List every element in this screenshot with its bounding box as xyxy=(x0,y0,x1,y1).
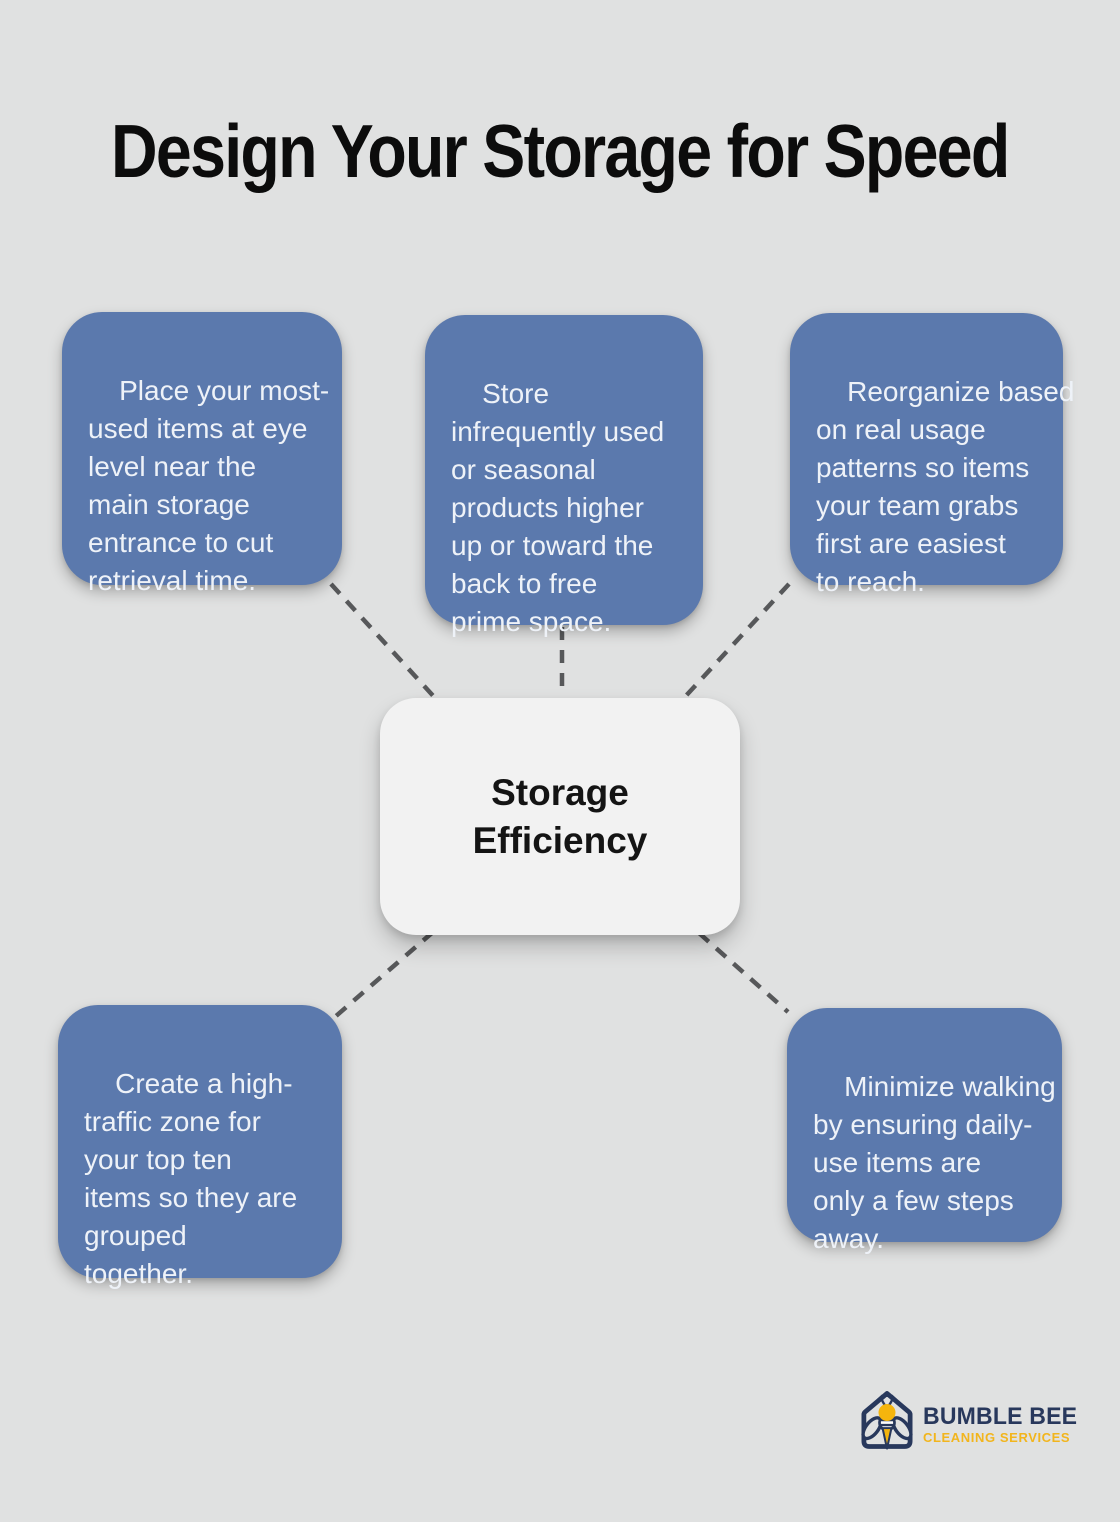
bumble-bee-logo: BUMBLE BEE CLEANING SERVICES xyxy=(853,1386,1084,1454)
central-node: Storage Efficiency xyxy=(380,698,740,935)
connector-bottom-right xyxy=(697,931,790,1014)
central-node-label: Storage Efficiency xyxy=(472,771,648,861)
bee-house-icon xyxy=(861,1391,913,1450)
logo-text-block: BUMBLE BEE CLEANING SERVICES xyxy=(923,1404,1084,1446)
tip-box-top-center: Store infrequently used or seasonal prod… xyxy=(425,315,703,637)
page-title-text: Design Your Storage for Speed xyxy=(111,109,1010,193)
tip-text: Create a high- traffic zone for your top… xyxy=(84,1068,298,1289)
page-title: Design Your Storage for Speed xyxy=(0,108,1120,194)
connector-top-left xyxy=(329,582,438,701)
tip-text: Minimize walking by ensuring daily- use … xyxy=(813,1071,1056,1254)
tip-box-bottom-left: Create a high- traffic zone for your top… xyxy=(58,1005,342,1289)
tip-box-top-left: Place your most- used items at eye level… xyxy=(62,312,342,596)
tip-box-top-right: Reorganize based on real usage patterns … xyxy=(790,313,1074,597)
tip-text: Store infrequently used or seasonal prod… xyxy=(451,378,665,637)
logo-brand-name: BUMBLE BEE xyxy=(923,1403,1078,1431)
tip-text: Place your most- used items at eye level… xyxy=(88,375,330,596)
logo-tagline: CLEANING SERVICES xyxy=(923,1430,1071,1446)
connector-bottom-left xyxy=(334,930,435,1018)
tip-text: Reorganize based on real usage patterns … xyxy=(816,376,1075,597)
tip-box-bottom-right: Minimize walking by ensuring daily- use … xyxy=(787,1008,1062,1254)
